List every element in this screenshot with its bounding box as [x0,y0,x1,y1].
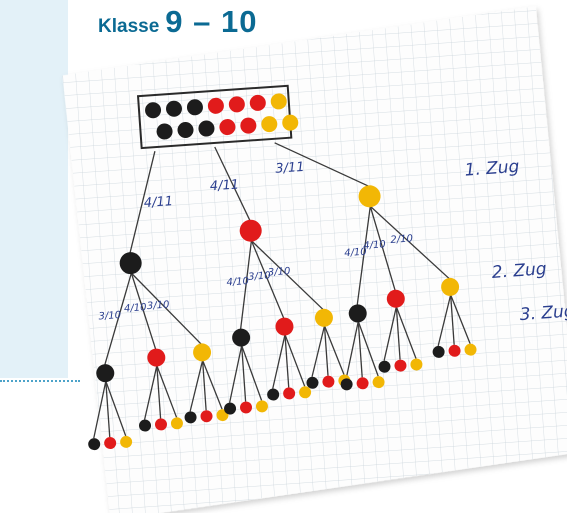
prob-level2: 4/10 [226,276,249,289]
prob-level2: 2/10 [390,233,413,246]
level-label: 2. Zug [491,259,547,283]
prob-level2: 3/10 [147,300,170,313]
prob-level2: 4/10 [363,239,386,252]
prob-level1: 3/11 [275,160,305,177]
prob-level2: 3/10 [98,310,121,323]
level-label: 1. Zug [464,157,520,181]
node-level3-black [88,438,101,451]
level-label: 3. Zug [519,301,567,325]
prob-level2: 3/10 [268,266,291,279]
prob-level1: 4/11 [209,177,239,194]
prob-level1: 4/11 [143,194,173,211]
prob-level2: 4/10 [124,302,147,315]
